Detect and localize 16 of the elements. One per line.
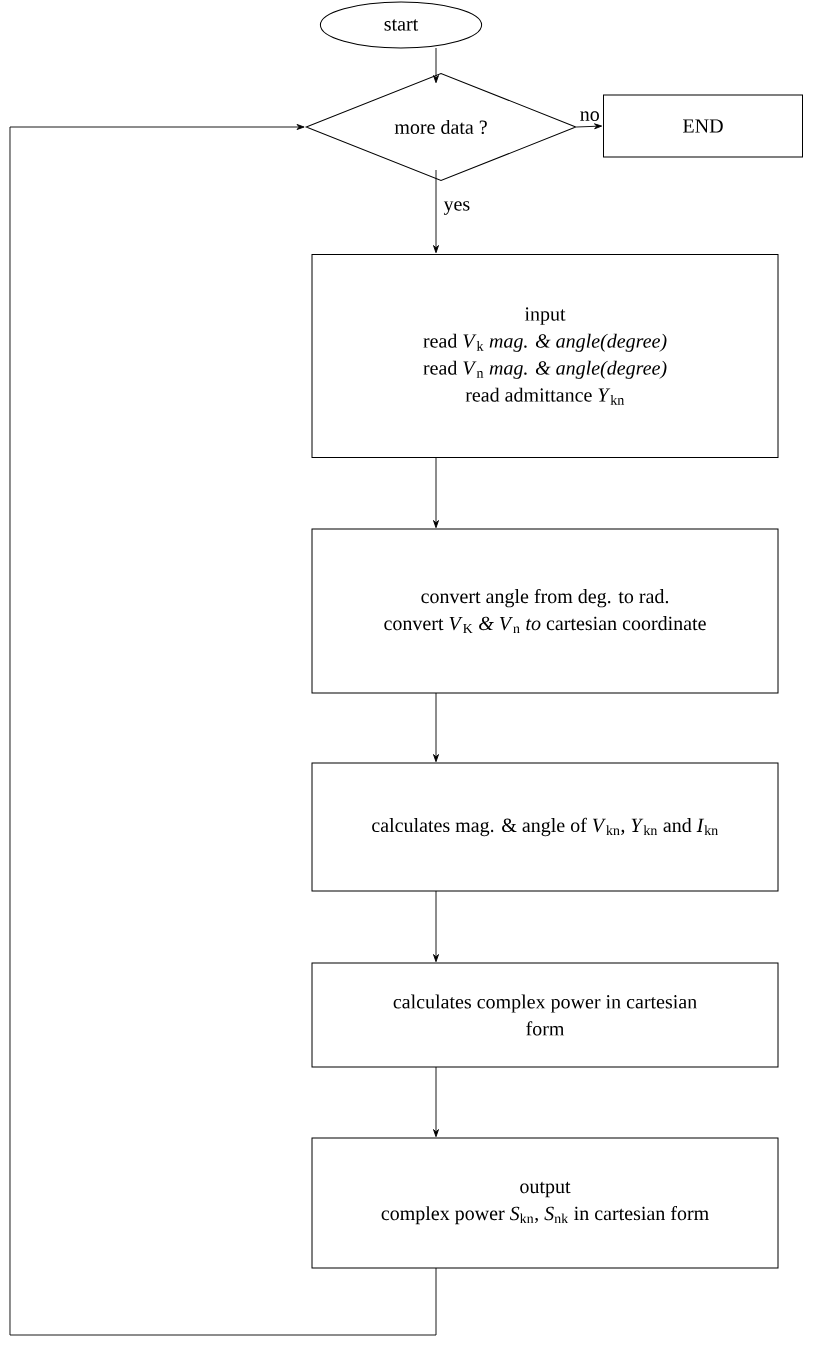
arrow — [433, 169, 439, 254]
process-box: input read V$_{k}$ mag. & angle(degree) read V$_{n}$ mag. & angle(degree) read admittance Y$_{kn}$ — [311, 254, 779, 458]
process-box: output complex power S$_{kn}$, S$_{nk}$ in cartesian form — [311, 1137, 779, 1269]
arrow — [433, 47, 439, 84]
process-box: END — [603, 94, 803, 158]
arrow — [576, 123, 603, 130]
arrow — [433, 1066, 439, 1138]
edge-label: yes — [443, 201, 470, 215]
arrow — [433, 692, 439, 763]
arrow — [9, 124, 437, 1336]
process-box: convert angle from deg. to rad. convert V$_{K}$ & V$_{n}$ to cartesian coordinate — [311, 528, 779, 694]
edge-label: no — [580, 111, 599, 121]
arrow — [433, 890, 439, 963]
process-box: calculates mag. & angle of V$_{kn}$, Y$_{kn}$ and I$_{kn}$ — [311, 762, 779, 892]
arrow — [433, 456, 439, 529]
process-box: calculates complex power in cartesian form — [311, 962, 779, 1068]
